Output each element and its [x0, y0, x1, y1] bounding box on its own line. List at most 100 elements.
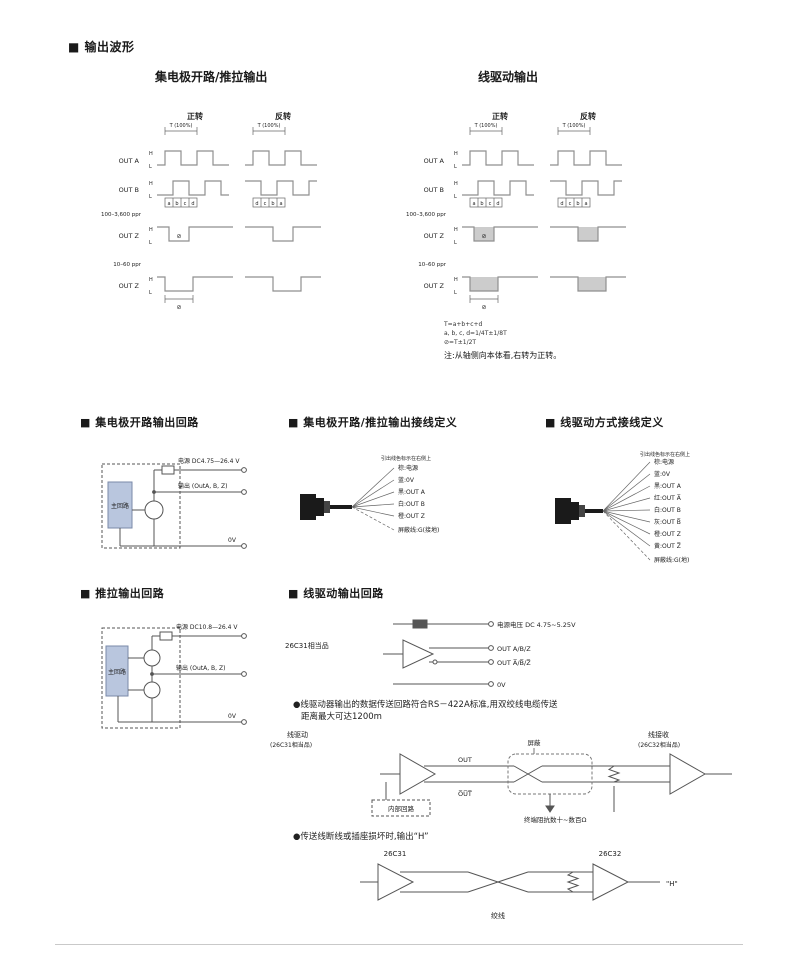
level-h-label: H: [149, 151, 153, 157]
chip-26c31-label: 26C31: [384, 850, 407, 858]
t100-label: T (100%): [474, 123, 498, 129]
main-circuit-label: 主回路: [111, 502, 129, 510]
wire-label: 白:OUT B: [398, 500, 425, 508]
wire-label: 棕:电源: [654, 458, 674, 466]
out-z-label: OUT Z: [119, 232, 140, 240]
out-top-label: OUT: [458, 756, 472, 764]
out-b-label: OUT B: [424, 186, 444, 194]
output-h-label: "H": [666, 880, 678, 888]
waveform-diagram-open-collector: 正转 反转 T (100%) T (100%) OUT A OUT B OUT …: [101, 111, 321, 311]
rs422-bullet-text: ●线驱动器输出的数据传送回路符合RS－422A标准,用双绞线电缆传送 距离最大可…: [293, 698, 763, 722]
quarter-d-label: d: [191, 201, 194, 207]
out-b-label: OUT B: [119, 186, 139, 194]
power-label: 电源电压 DC 4.75~5.25V: [497, 620, 576, 629]
line-receiver-label: 线接收: [648, 730, 669, 739]
wiring-note: 引出线色标示在右侧上: [640, 451, 690, 458]
rs422-bullet-line-2: 距离最大可达1200m: [301, 712, 382, 722]
wire-fan: [351, 467, 395, 531]
level-h-label: H: [454, 181, 458, 187]
level-h-label: H: [149, 277, 153, 283]
wire-label: 屏蔽线:G(接地): [398, 526, 439, 534]
line-receiver-chip-label: (26C32相当品): [638, 741, 680, 749]
connector-body: [300, 494, 352, 520]
quarter-b-label: b: [175, 201, 178, 207]
quarter-c-label: c: [489, 201, 492, 207]
out-a-label: OUT A: [424, 157, 445, 165]
output-label: 输出 (OutA, B, Z): [178, 482, 227, 490]
quarter-d-label: d: [255, 201, 258, 207]
subtitle-open-collector-pushpull: 集电极开路/推拉输出: [155, 70, 268, 84]
connector-body: [555, 498, 603, 524]
quarter-d-label: d: [560, 201, 563, 207]
quarter-a-label: a: [472, 201, 475, 207]
out-z-label: OUT Z: [119, 282, 140, 290]
quarter-b-label: b: [576, 201, 579, 207]
cw-label: 正转: [187, 111, 203, 121]
quarter-c-label: c: [264, 201, 267, 207]
dimension-arrows: [164, 127, 286, 303]
waveform-diagram-line-driver: 正转 反转 T (100%) T (100%) OUT A OUT B OUT …: [406, 111, 626, 311]
waveform-traces-forward: [462, 150, 538, 292]
line-driver-circuit-diagram: 26C31相当品 电源电压 DC 4.75~5.25V OUT A/B/Z OU…: [285, 619, 576, 689]
waveform-formula: T=a+b+c+d a, b, c, d=1/4T±1/8T ⊘=T±1/2T: [444, 320, 507, 347]
level-h-label: H: [454, 151, 458, 157]
wire-label: 红:OUT A̅: [654, 494, 682, 502]
level-l-label: L: [149, 194, 152, 200]
t100-label: T (100%): [562, 123, 586, 129]
ppr-low-label: 10–60 ppr: [113, 262, 141, 268]
section-title-output-waveform: ■ 输出波形: [68, 40, 135, 54]
circuit-lines: [101, 463, 247, 549]
rotation-note: 注:从轴侧向本体看,右转为正转。: [444, 351, 562, 360]
twisted-pair-label: 绞线: [491, 911, 505, 920]
terminator-label: 终端阻抗数十~数百Ω: [524, 815, 586, 824]
zero-volt-label: 0V: [228, 537, 237, 544]
ppr-high-label: 100–3,600 ppr: [101, 212, 142, 218]
wire-label: 橙:OUT Z: [654, 530, 681, 538]
out-a-label: OUT A: [119, 157, 140, 165]
circuit-lines: [383, 619, 494, 687]
quarter-b-label: b: [271, 201, 274, 207]
rs422-bullet-line-1: ●线驱动器输出的数据传送回路符合RS－422A标准,用双绞线电缆传送: [293, 700, 558, 710]
line-driver-chip-label: (26C31相当品): [270, 741, 312, 749]
quarter-c-label: c: [184, 201, 187, 207]
ld-wiring-diagram: 引出线色标示在右侧上 棕:电源 蓝:0V 黑:OUT A 红:OUT A̅ 白:…: [555, 451, 690, 564]
section-title-open-collector-circuit: ■ 集电极开路输出回路: [80, 416, 199, 429]
wire-label: 黑:OUT A: [654, 483, 682, 490]
quarter-b-label: b: [480, 201, 483, 207]
broken-line-diagram: 26C31 26C32 "H" 绞线: [360, 850, 678, 920]
transmission-line-diagram: 线驱动 (26C31相当品) 线接收 (26C32相当品) 屏蔽 OUT O̅U…: [270, 730, 732, 824]
phi-label: ⊘: [176, 304, 181, 311]
open-collector-circuit-diagram: 主回路 电源 DC4.75—26.4 V 输出 (OutA, B, Z) 0V: [101, 457, 247, 549]
line-driver-label: 线驱动: [287, 730, 308, 739]
quarter-c-label: c: [569, 201, 572, 207]
section-title-oc-wiring: ■ 集电极开路/推拉输出接线定义: [288, 416, 458, 429]
wire-label: 棕:电源: [398, 464, 418, 472]
waveform-traces-forward: [157, 150, 233, 292]
ppr-low-label: 10–60 ppr: [418, 262, 446, 268]
circuit-lines: [101, 627, 247, 729]
circuit-lines: [360, 863, 660, 901]
power-label: 电源 DC4.75—26.4 V: [178, 457, 240, 465]
level-l-label: L: [454, 194, 457, 200]
level-h-label: H: [149, 227, 153, 233]
level-h-label: H: [149, 181, 153, 187]
quarter-d-label: d: [496, 201, 499, 207]
wire-fan: [602, 461, 651, 561]
level-l-label: L: [454, 290, 457, 296]
footer-divider: [55, 944, 743, 945]
internal-circuit-label: 内部回路: [388, 804, 415, 813]
t100-label: T (100%): [257, 123, 281, 129]
out-z-label: OUT Z: [424, 232, 445, 240]
zero-volt-label: 0V: [497, 681, 506, 689]
phi-label: ⊘: [176, 233, 181, 240]
formula-line-1: T=a+b+c+d: [444, 321, 483, 328]
wire-label: 蓝:0V: [398, 476, 415, 484]
broken-line-bullet-text: ●传送线断线或插座损坏时,输出“H”: [293, 832, 429, 842]
cw-label: 正转: [492, 111, 508, 121]
wire-label: 屏蔽线:G(地): [654, 556, 689, 564]
formula-line-2: a, b, c, d=1/4T±1/8T: [444, 330, 507, 337]
power-label: 电源 DC10.8—26.4 V: [176, 623, 238, 631]
zero-volt-label: 0V: [228, 713, 237, 720]
output-label: 输出 (OutA, B, Z): [176, 664, 225, 672]
